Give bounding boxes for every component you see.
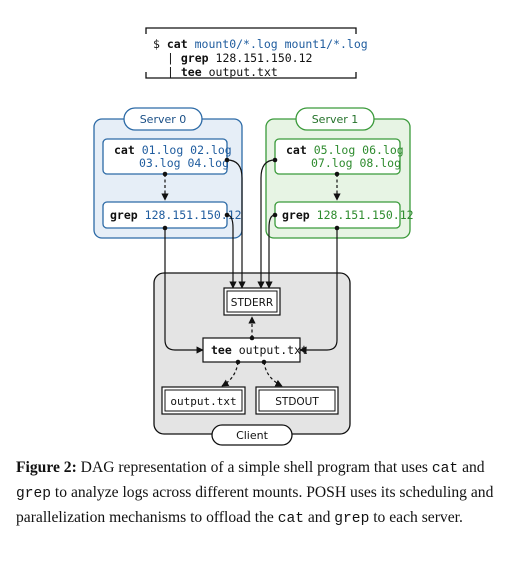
caption-text-3: to analyze logs across different mounts. <box>51 484 307 501</box>
client-stderr-node <box>223 287 281 316</box>
server-0-cat-line-1: cat 01.log 02.log <box>114 143 232 157</box>
server-1: Server 1 cat 05.log 06.log 07.log 08.log… <box>265 107 414 239</box>
client-tee-text: tee output.txt <box>211 343 308 357</box>
dag-figure: $ cat mount0/*.log mount1/*.log | grep 1… <box>93 27 414 446</box>
server-0-cat-line-2: 03.log 04.log <box>139 156 229 170</box>
caption-text-2: and <box>458 459 485 476</box>
command-box: $ cat mount0/*.log mount1/*.log | grep 1… <box>145 27 368 79</box>
client-output-file-node <box>161 386 246 415</box>
server-1-label-pill <box>295 107 375 131</box>
caption-text-1: DAG representation of a simple shell pro… <box>76 459 432 476</box>
client-stderr-label: STDERR <box>231 297 273 309</box>
caption-code-grep-1: grep <box>16 486 52 502</box>
server-1-grep-text: grep 128.151.150.12 <box>282 208 414 222</box>
client-stdout-label: STDOUT <box>275 396 319 408</box>
client-output-file-label: output.txt <box>170 395 236 408</box>
server-0-label: Server 0 <box>140 113 187 126</box>
command-line-3: | tee output.txt <box>167 65 278 79</box>
caption-text-4: uses its scheduling and parallelization … <box>16 484 494 526</box>
caption-code-grep-2: grep <box>334 511 370 527</box>
client-stdout-node <box>255 386 339 415</box>
caption-code-cat-2: cat <box>277 511 304 527</box>
server-0: Server 0 cat 01.log 02.log 03.log 04.log… <box>93 107 243 239</box>
caption-code-cat-1: cat <box>431 461 459 477</box>
server-0-grep-text: grep 128.151.150.12 <box>110 208 242 222</box>
caption-text-6: to each server. <box>369 509 463 526</box>
client: STDERR tee output.txt output.txt STDOUT … <box>153 272 351 446</box>
figure-caption: Figure 2: DAG representation of a simple… <box>16 456 508 531</box>
client-label: Client <box>236 429 269 442</box>
junction-dots <box>162 157 340 365</box>
command-line-1: $ cat mount0/*.log mount1/*.log <box>153 37 368 51</box>
server-1-cat-line-1: cat 05.log 06.log <box>286 143 404 157</box>
server-1-cat-line-2: 07.log 08.log <box>311 156 401 170</box>
server-0-label-pill <box>123 107 203 131</box>
caption-label: Figure 2: <box>16 459 77 476</box>
client-label-pill <box>211 424 293 446</box>
caption-posh: POSH <box>306 484 347 501</box>
dag-edges <box>161 159 341 387</box>
caption-text-5: and <box>303 509 335 526</box>
server-1-label: Server 1 <box>312 113 359 126</box>
command-line-2: | grep 128.151.150.12 <box>167 51 312 65</box>
